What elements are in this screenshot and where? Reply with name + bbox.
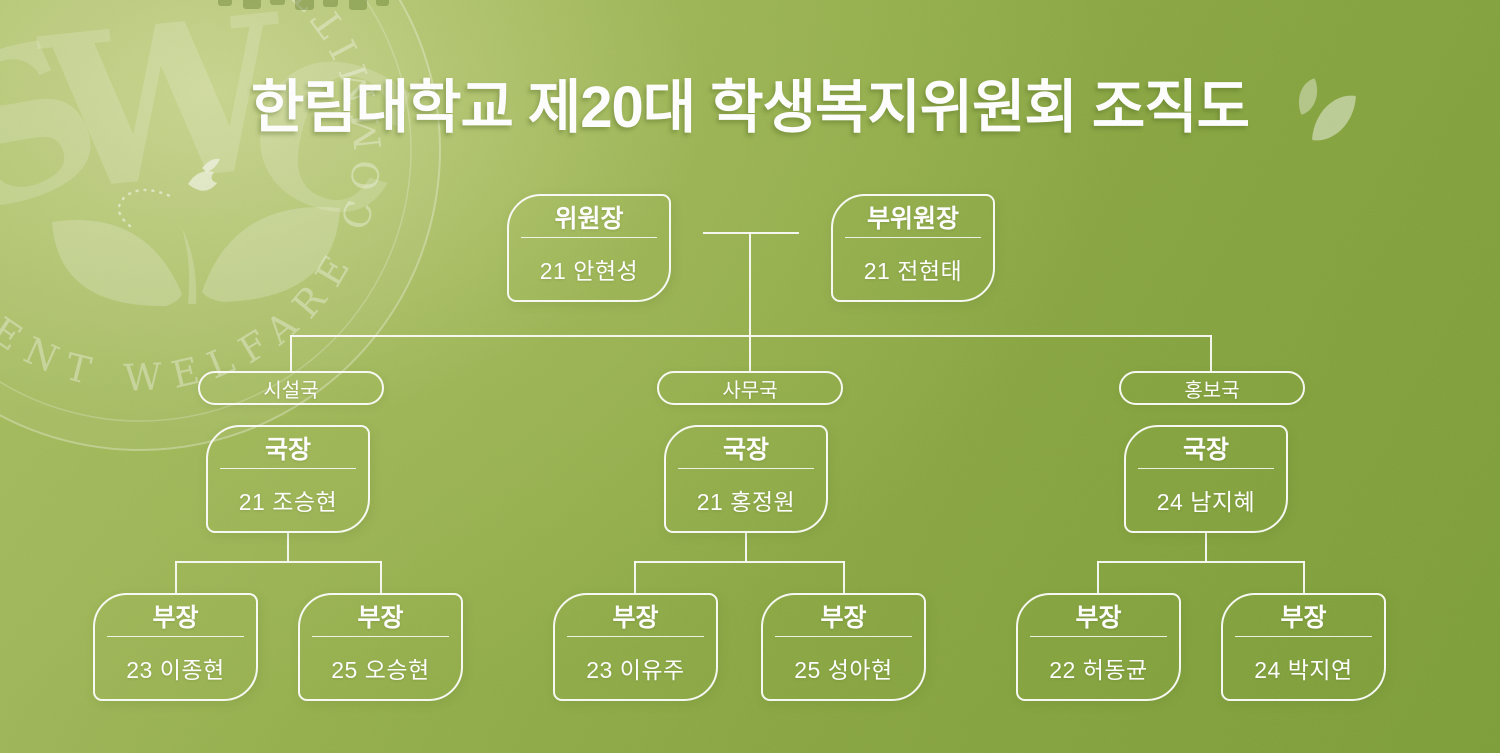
box-role-label: 국장	[264, 435, 311, 464]
box-manager-facilities-1: 부장 23 이종현	[93, 593, 258, 701]
box-manager-pr-2: 부장 24 박지연	[1221, 593, 1386, 701]
box-role-label: 부장	[820, 603, 867, 632]
dept-pill-office: 사무국	[657, 371, 843, 405]
box-director-pr: 국장 24 남지혜	[1124, 425, 1288, 533]
box-director-facilities: 국장 21 조승현	[206, 425, 370, 533]
watermark-clipped-text-fragment	[218, 0, 232, 6]
connector-main-bar	[290, 335, 1212, 337]
connector-drop-pr-1	[1097, 561, 1099, 594]
connector-top-bar	[703, 232, 799, 234]
page-title: 한림대학교 제20대 학생복지위원회 조직도	[251, 75, 1250, 140]
box-role-label: 부장	[612, 603, 659, 632]
dept-pill-facilities: 시설국	[198, 371, 384, 405]
box-role-label: 부장	[1280, 603, 1327, 632]
watermark-clipped-text-fragment	[295, 0, 314, 10]
watermark-clipped-text-fragment	[349, 0, 367, 10]
box-member-name: 24 남지혜	[1156, 488, 1256, 515]
box-member-name: 23 이유주	[586, 656, 685, 683]
box-role-label: 부장	[1075, 603, 1122, 632]
connector-stem-office	[745, 532, 747, 562]
connector-split-pr	[1097, 561, 1305, 563]
box-manager-facilities-2: 부장 25 오승현	[298, 593, 463, 701]
box-member-name: 21 홍정원	[696, 488, 796, 515]
box-director-office: 국장 21 홍정원	[664, 425, 828, 533]
connector-drop-pr-2	[1303, 561, 1305, 594]
box-role-label: 국장	[722, 435, 769, 464]
box-manager-pr-1: 부장 22 허동균	[1016, 593, 1181, 701]
box-role-label: 위원장	[554, 204, 624, 233]
connector-drop-facilities-2	[380, 561, 382, 594]
box-member-name: 24 박지연	[1254, 656, 1353, 683]
connector-drop-office-1	[634, 561, 636, 594]
box-manager-office-1: 부장 23 이유주	[553, 593, 718, 701]
seal-sprout-leaves	[52, 207, 340, 307]
connector-stem-facilities	[287, 532, 289, 562]
watermark-clipped-text-fragment	[243, 0, 261, 9]
box-member-name: 21 조승현	[238, 488, 338, 515]
connector-top-stem	[749, 232, 751, 337]
box-role-label: 국장	[1182, 435, 1229, 464]
watermark-clipped-text-fragment	[323, 0, 338, 7]
connector-split-facilities	[175, 561, 382, 563]
box-role-label: 부장	[152, 603, 199, 632]
connector-stem-pr	[1205, 532, 1207, 562]
box-member-name: 22 허동균	[1049, 656, 1148, 683]
connector-split-office	[634, 561, 845, 563]
box-vice-chairman: 부위원장 21 전현태	[831, 194, 995, 302]
box-member-name: 21 전현태	[863, 257, 963, 284]
watermark-clipped-text-fragment	[376, 0, 389, 6]
box-member-name: 25 오승현	[331, 656, 430, 683]
box-member-name: 23 이종현	[126, 656, 225, 683]
box-role-label: 부장	[357, 603, 404, 632]
box-role-label: 부위원장	[866, 204, 959, 233]
connector-drop-facilities-1	[175, 561, 177, 594]
watermark-clipped-text-fragment	[270, 0, 285, 5]
box-member-name: 25 성아현	[794, 656, 893, 683]
seal-bird-icon	[117, 158, 220, 228]
box-manager-office-2: 부장 25 성아현	[761, 593, 926, 701]
connector-drop-pr	[1210, 335, 1212, 372]
box-member-name: 21 안현성	[539, 257, 639, 284]
dept-pill-pr: 홍보국	[1119, 371, 1305, 405]
box-chairman: 위원장 21 안현성	[507, 194, 671, 302]
connector-drop-facilities	[290, 335, 292, 372]
connector-drop-office	[749, 335, 751, 372]
connector-drop-office-2	[843, 561, 845, 594]
